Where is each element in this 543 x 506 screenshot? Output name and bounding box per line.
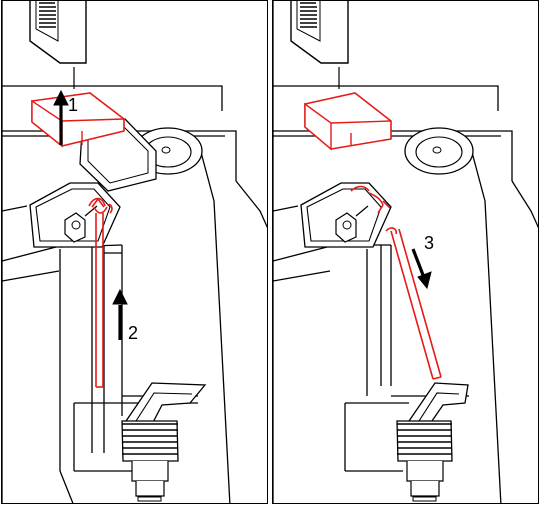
left-illustration: 1 2 — [2, 1, 267, 503]
step-label-3: 3 — [424, 233, 434, 253]
display-panel-right — [290, 1, 349, 89]
display-panel — [29, 1, 87, 89]
step-label-2: 2 — [128, 323, 138, 343]
red-tube-removed — [350, 185, 442, 380]
arrow-3 — [411, 248, 432, 290]
port-right — [404, 127, 474, 175]
lower-assembly — [121, 382, 207, 502]
step-label-1: 1 — [68, 95, 78, 115]
bay-right — [300, 182, 392, 248]
bay — [29, 182, 121, 248]
arrows — [53, 89, 128, 340]
right-illustration: 3 — [273, 1, 538, 503]
cover-right — [304, 92, 392, 151]
cover — [31, 92, 157, 192]
panel-left: 1 2 — [1, 0, 268, 504]
red-tube — [88, 197, 113, 388]
lower-assembly-right — [396, 382, 469, 502]
panel-right: 3 — [272, 0, 539, 504]
